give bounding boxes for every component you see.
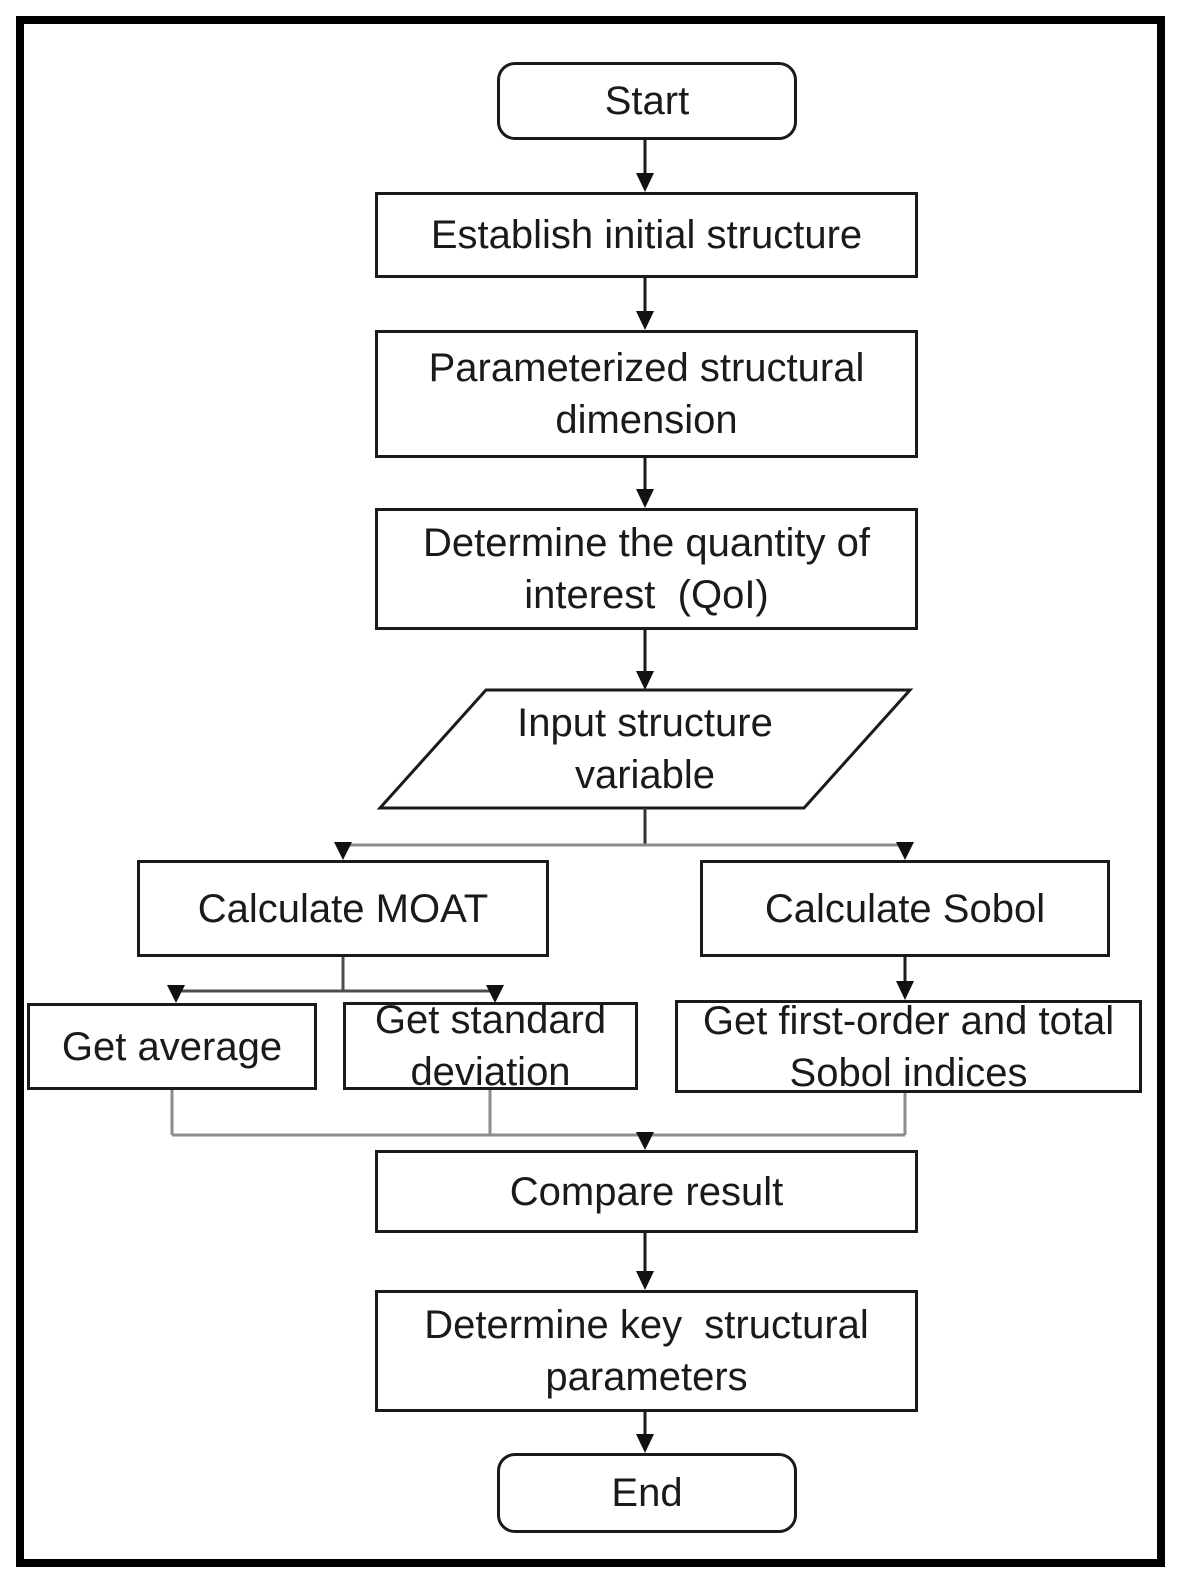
arrow-determine-end [636, 1412, 654, 1453]
input-parallelogram-shape [376, 688, 914, 810]
arrow-establish-parameterize [636, 278, 654, 330]
node-determine-quantity-of-interest: Determine the quantity of interest (QoI) [375, 508, 918, 630]
node-get-sobol-indices: Get first-order and total Sobol indices [675, 999, 1142, 1095]
connector-input-split [334, 808, 914, 860]
node-get-average: Get average [27, 1003, 317, 1090]
flowchart-frame [16, 16, 1165, 1567]
node-parameterized-structural-dimension: Parameterized structural dimension [375, 330, 918, 458]
node-start: Start [497, 62, 797, 140]
node-input-structure-variable: Input structure variable [517, 701, 773, 797]
node-end: End [497, 1453, 797, 1533]
connector-moat-split [167, 957, 504, 1003]
node-calculate-sobol: Calculate Sobol [700, 860, 1110, 957]
node-establish-initial-structure: Establish initial structure [375, 192, 918, 278]
node-compare-result: Compare result [375, 1150, 918, 1233]
node-get-standard-deviation: Get standard deviation [343, 998, 638, 1094]
node-calculate-moat: Calculate MOAT [137, 860, 549, 957]
arrow-sobol-indices [896, 957, 914, 1000]
connector-merge-compare [170, 1090, 907, 1150]
node-determine-key-structural-parameters: Determine key structural parameters [375, 1290, 918, 1412]
arrow-qoi-input [636, 630, 654, 690]
arrow-start-establish [636, 140, 654, 192]
arrow-parameterize-qoi [636, 458, 654, 508]
arrow-compare-determine [636, 1233, 654, 1290]
